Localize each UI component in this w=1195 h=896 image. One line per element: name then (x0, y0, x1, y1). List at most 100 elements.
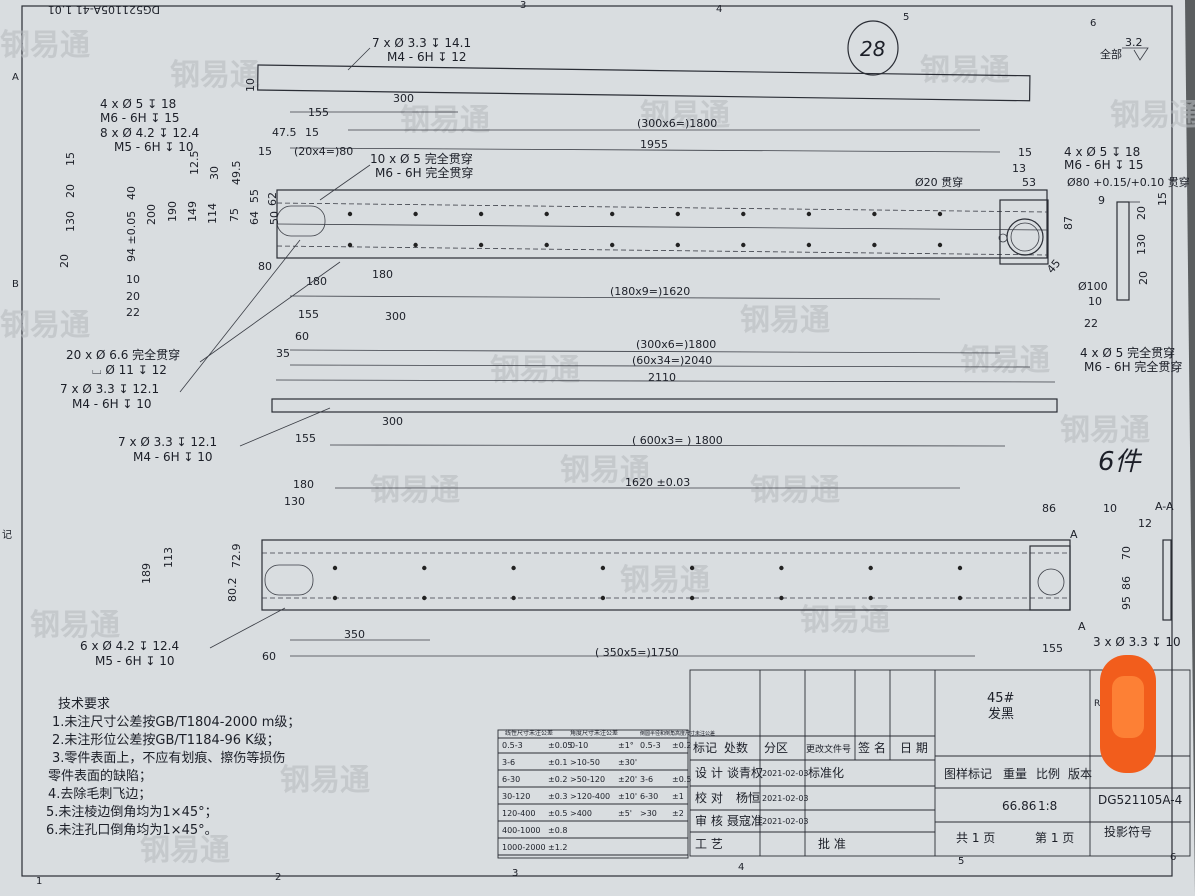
table-cell: 3-6 (502, 758, 515, 767)
dim: 64 (248, 211, 261, 225)
watermark: 钢易通 (400, 103, 490, 138)
grid-label: 6 (1170, 852, 1176, 863)
table-cell: ±1.2 (548, 843, 567, 852)
roughness-value: 3.2 (1125, 36, 1143, 49)
thread-callout: M5 - 6H ↧ 10 (95, 654, 175, 668)
watermark: 钢易通 (0, 28, 90, 63)
table-cell: ±0.05 (548, 741, 573, 750)
table-cell: ±0.5 (548, 809, 567, 818)
watermark: 钢易通 (170, 58, 260, 93)
hole-callout: 4 x Ø 5 ↧ 18 (100, 97, 176, 111)
hole-dot (610, 211, 615, 217)
tb-label: 更改文件号 (806, 743, 851, 755)
hole-dot (332, 565, 338, 571)
dim: 189 (140, 563, 153, 584)
dim: 113 (162, 547, 175, 568)
tech-item: 2.未注形位公差按GB/T1184-96 K级； (52, 733, 280, 748)
table-cell: ±10' (618, 792, 637, 801)
hole-dot (937, 242, 943, 248)
hole-dot (779, 565, 784, 571)
table-cell: 3-6 (640, 775, 653, 784)
table-header: 线性尺寸未注公差 (505, 729, 553, 737)
tech-item: 1.未注尺寸公差按GB/T1804-2000 m级； (52, 715, 300, 730)
watermark: 钢易通 (1110, 98, 1195, 133)
tb-value: 杨恒 (736, 790, 760, 805)
tb-label: 标准化 (808, 766, 844, 780)
dim: 70 (1120, 546, 1133, 560)
grid-label: 1 (36, 876, 42, 887)
hole-callout: 7 x Ø 3.3 ↧ 12.1 (60, 382, 159, 396)
dim: 10 (1088, 295, 1102, 308)
hole-dot (868, 565, 873, 571)
watermark: 钢易通 (370, 473, 460, 508)
dim: 22 (126, 306, 140, 319)
dim: (180x9=)1620 (610, 285, 690, 298)
hole-dot (511, 565, 516, 571)
hole-dots (332, 565, 963, 601)
table-cell: >10-50 (570, 758, 600, 767)
table-header: 角度尺寸未注公差 (570, 729, 618, 737)
hole-dot (806, 242, 812, 248)
roughness-symbol (1122, 47, 1149, 61)
hole-callout: 6 x Ø 4.2 ↧ 12.4 (80, 639, 179, 653)
hole-callout: 7 x Ø 3.3 ↧ 14.1 (372, 36, 471, 50)
dim: 35 (276, 347, 290, 360)
top-view: 7 x Ø 3.3 ↧ 14.1 M4 - 6H ↧ 12 10 155 300… (244, 36, 1031, 153)
table-cell: 6-30 (640, 792, 658, 801)
dim: (300x6=)1800 (637, 117, 717, 130)
table-cell: 30-120 (502, 792, 530, 801)
dim: (20x4=)80 (294, 145, 353, 158)
hole-callout: 3 x Ø 3.3 ↧ 10 (1093, 635, 1181, 649)
dim: 80 (258, 260, 272, 273)
dim: 1620 ±0.03 (625, 476, 690, 489)
watermark: 钢易通 (560, 453, 650, 488)
dim: Ø20 贯穿 (915, 175, 963, 189)
hole-dot (511, 595, 516, 601)
hole-dot (868, 595, 873, 601)
section-mark: A (1070, 528, 1078, 541)
grid-labels: 3 4 5 6 1 2 3 4 5 6 A B 记 (2, 0, 1176, 887)
watermark: 钢易通 (800, 603, 890, 638)
hole-dot (741, 211, 746, 217)
dim: 20 (126, 290, 140, 303)
table-cell: >400 (570, 809, 592, 818)
dim: 20 (64, 184, 77, 198)
hole-callout: 4 x Ø 5 ↧ 18 (1064, 145, 1140, 159)
side-view (1116, 201, 1130, 301)
dim: 180 (372, 268, 393, 281)
table-cell: ±0.2 (548, 775, 567, 784)
dim: 87 (1062, 216, 1075, 230)
dim: 155 (298, 308, 319, 321)
watermark: 钢易通 (280, 763, 370, 798)
dim: 300 (382, 415, 403, 428)
weight: 66.86 (1002, 799, 1036, 813)
hole-dot (413, 211, 418, 217)
hole-dot (741, 242, 746, 248)
hole-dot (478, 211, 484, 217)
hole-callout: 4 x Ø 5 完全贯穿 (1080, 345, 1175, 360)
dim: 300 (393, 92, 414, 105)
dim: 95 (1120, 596, 1133, 610)
watermark: 钢易通 (740, 303, 830, 338)
dim: 22 (1084, 317, 1098, 330)
dim: 20 (58, 254, 71, 268)
dim: 53 (1022, 176, 1036, 189)
tech-item: 4.去除毛刺飞边； (48, 787, 151, 802)
grid-label: 3 (520, 0, 526, 11)
watermark: 钢易通 (750, 473, 840, 508)
dim: ( 350x5=)1750 (595, 646, 679, 659)
dim: 200 (145, 204, 158, 225)
table-cell: ±20' (618, 775, 637, 784)
bar-mid (271, 398, 1058, 413)
dim: 20 (1135, 206, 1148, 220)
table-cell: ±0.3 (548, 792, 567, 801)
grid-label: 5 (958, 856, 964, 867)
thread-callout: M6 - 6H ↧ 15 (1064, 158, 1144, 172)
circled-number: 28 (860, 37, 885, 61)
hole-dot (675, 242, 680, 248)
hole-dot (422, 595, 427, 601)
hole-dot (872, 211, 877, 217)
dim: 86 (1042, 502, 1056, 515)
roughness-scope: 全部 (1100, 47, 1122, 61)
